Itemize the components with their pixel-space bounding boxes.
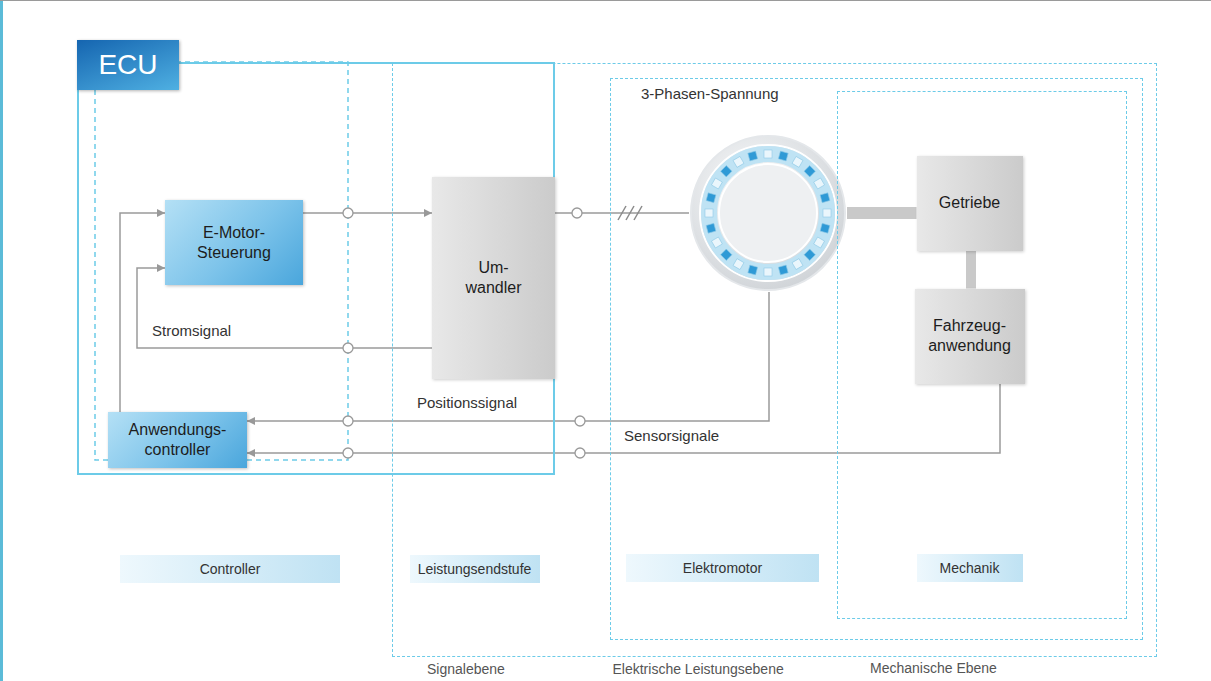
category-tab: Leistungsendstufe bbox=[410, 555, 540, 583]
motor-circle: 3-Phasen-Spannung bbox=[689, 134, 847, 292]
text-holder: E-Motor- Steuerung bbox=[165, 200, 303, 285]
text-holder: Anwendungs- controller bbox=[108, 412, 247, 468]
level-region: GetriebeFahrzeug- anwendungMechanikMecha… bbox=[837, 91, 1127, 619]
node-label: Controller bbox=[200, 561, 261, 577]
signal-label: Stromsignal bbox=[150, 322, 233, 339]
mechanic-box: Getriebe bbox=[917, 156, 1023, 251]
node-label: Anwendungs- controller bbox=[115, 420, 240, 460]
node-label: Mechanische Ebene bbox=[870, 660, 997, 676]
process-box: E-Motor- Steuerung bbox=[165, 200, 303, 285]
controller-region bbox=[95, 62, 348, 460]
node-label: Mechanik bbox=[940, 560, 1000, 576]
text-holder: Controller bbox=[120, 555, 340, 583]
region-heading: Elektrische Leistungsebene bbox=[613, 661, 784, 677]
mechanic-box: Fahrzeug- anwendung bbox=[915, 289, 1025, 384]
text-holder: Fahrzeug- anwendung bbox=[915, 289, 1025, 384]
shaft-link bbox=[966, 251, 976, 289]
signal-line bbox=[303, 212, 432, 214]
motor-drawing bbox=[689, 134, 847, 292]
region-heading: Signalebene bbox=[427, 661, 505, 677]
region-heading: 3-Phasen-Spannung bbox=[639, 85, 781, 102]
category-tab: Elektromotor bbox=[626, 554, 819, 582]
converter-box: Um- wandler bbox=[432, 177, 555, 379]
level-region: 3-Phasen-SpannungGetriebeFahrzeug- anwen… bbox=[610, 78, 1143, 640]
rotor bbox=[719, 164, 817, 262]
top-rule bbox=[0, 0, 1211, 1]
magnet-ring bbox=[709, 154, 827, 272]
signal-label: Positionssignal bbox=[415, 394, 519, 411]
node-label: Fahrzeug- anwendung bbox=[922, 316, 1018, 356]
three-phase-slashes bbox=[618, 206, 642, 220]
motor-housing bbox=[691, 136, 845, 290]
text-holder: Um- wandler bbox=[432, 177, 555, 379]
text-holder: Leistungsendstufe bbox=[410, 555, 540, 583]
stator-rim bbox=[700, 145, 836, 281]
node-label: Getriebe bbox=[939, 193, 1000, 213]
text-holder: Elektromotor bbox=[626, 554, 819, 582]
signal-line bbox=[120, 213, 165, 412]
signal-line bbox=[247, 384, 1000, 454]
node-label: Elektrische Leistungsebene bbox=[613, 661, 784, 677]
category-tab: Controller bbox=[120, 555, 340, 583]
node-label: 3-Phasen-Spannung bbox=[641, 85, 779, 102]
text-holder: Mechanik bbox=[917, 554, 1023, 582]
node-label: Leistungsendstufe bbox=[418, 561, 532, 577]
process-box: Anwendungs- controller bbox=[108, 412, 247, 468]
node-label: Signalebene bbox=[427, 661, 505, 677]
text-holder: Getriebe bbox=[917, 156, 1023, 251]
ecu-box: E-Motor- SteuerungUm- wandlerAnwendungs-… bbox=[77, 62, 555, 475]
node-label: Um- wandler bbox=[454, 258, 534, 298]
side-bar bbox=[0, 0, 3, 681]
region-heading: Mechanische Ebene bbox=[870, 660, 997, 676]
signal-label: Sensorsignale bbox=[622, 427, 721, 444]
node-label: ECU bbox=[98, 49, 157, 81]
level-region: 3-Phasen-SpannungGetriebeFahrzeug- anwen… bbox=[392, 63, 1157, 657]
magnet-segments bbox=[705, 150, 831, 276]
category-tab: Mechanik bbox=[917, 554, 1023, 582]
ecu-badge: ECU bbox=[77, 40, 179, 90]
shaft-link bbox=[847, 207, 917, 219]
node-label: E-Motor- Steuerung bbox=[173, 223, 295, 263]
node-label: Elektromotor bbox=[683, 560, 762, 576]
